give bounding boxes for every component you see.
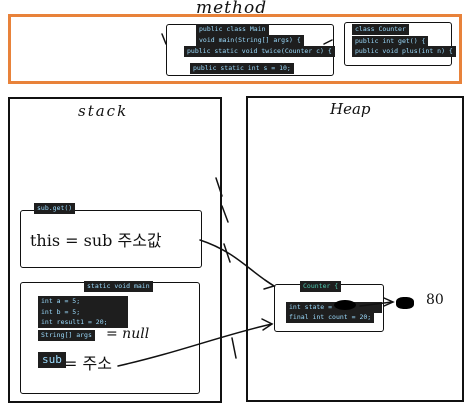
- method-bracket-mark: [161, 33, 167, 45]
- main-class-line-1: public class Main: [196, 24, 269, 35]
- arrow-state-to-value: [359, 301, 393, 307]
- dashed-divider-1: [215, 177, 229, 223]
- state-scribble: [334, 300, 356, 310]
- main-var-result1: int result1 = 20;: [38, 317, 128, 328]
- heap-frame: [246, 96, 464, 402]
- counter-field-count: final int count = 20;: [286, 312, 375, 323]
- counter-class-line-1: class Counter: [352, 24, 409, 35]
- args-label: String[] args: [38, 330, 95, 341]
- arrow-head-3: [383, 297, 395, 307]
- counter-class-sketch-box: [344, 22, 452, 66]
- sub-note: = 주소: [64, 354, 112, 373]
- value-scribble: [396, 297, 414, 309]
- main-frame-header: static void main: [84, 281, 153, 292]
- sub-get-frame: [20, 210, 202, 268]
- arrow-head-1: [263, 279, 276, 290]
- dashed-divider-3: [231, 337, 237, 359]
- stack-title: stack: [78, 102, 129, 120]
- arrow-head-2: [261, 318, 274, 331]
- counter-field-state: int state =: [286, 302, 382, 313]
- main-class-line-4: public static int s = 10;: [190, 63, 294, 74]
- counter-object-header: Counter {: [300, 281, 342, 292]
- arrow-sub-to-counter: [117, 323, 273, 367]
- method-twice-hook: [323, 39, 333, 45]
- heap-title: Heap: [330, 100, 371, 118]
- main-var-a: int a = 5;: [38, 296, 128, 307]
- this-note: this = sub 주소값: [30, 231, 162, 250]
- dashed-divider-2: [223, 243, 231, 263]
- sub-get-label: sub.get(): [34, 203, 76, 214]
- main-class-line-3: public static void twice(Counter c) {: [184, 46, 335, 57]
- arrow-sub-get-to-counter: [199, 239, 275, 287]
- counter-class-line-2: public int get() {: [352, 36, 429, 47]
- method-title: method: [196, 0, 268, 18]
- counter-class-line-3: public void plus(int n) {: [352, 46, 456, 57]
- main-var-b: int b = 5;: [38, 307, 128, 318]
- args-note: = null: [106, 326, 150, 342]
- value-note: 80: [426, 292, 444, 308]
- stack-frame: [8, 97, 222, 403]
- main-class-line-2: void main(String[] args) {: [196, 35, 304, 46]
- sub-label: sub: [38, 352, 66, 368]
- method-area-frame: [8, 14, 462, 84]
